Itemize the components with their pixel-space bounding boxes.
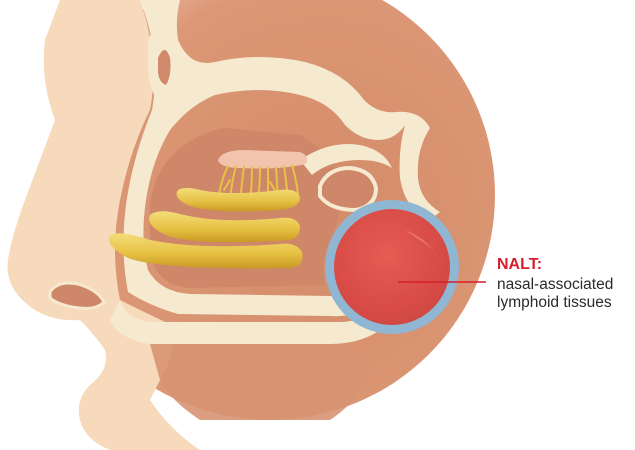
nalt-callout: NALT: nasal-associated lymphoid tissues <box>497 256 635 312</box>
callout-title: NALT: <box>497 256 635 274</box>
olfactory-bulb <box>218 150 307 169</box>
sphenoid-sinus <box>320 168 376 210</box>
nalt-tissue <box>334 209 450 325</box>
callout-line-2: lymphoid tissues <box>497 294 635 312</box>
lower-tissue <box>150 344 372 420</box>
callout-line-1: nasal-associated <box>497 276 635 294</box>
